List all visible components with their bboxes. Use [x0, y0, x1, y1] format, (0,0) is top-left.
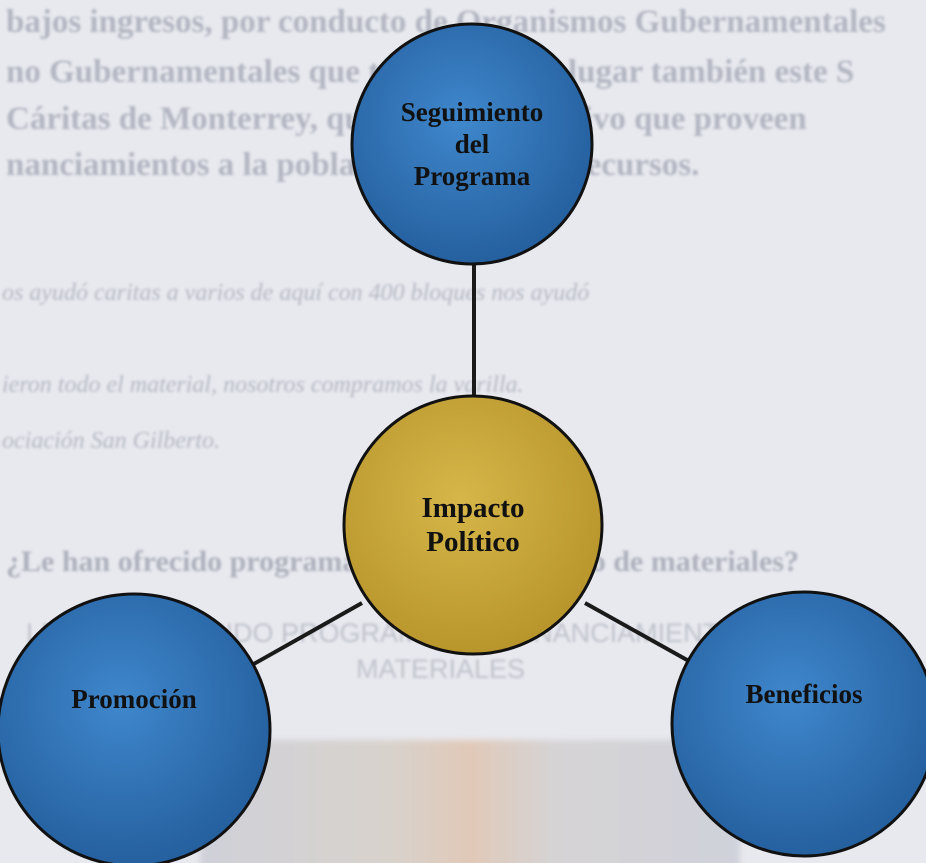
- node-label-seguimiento: Seguimiento del Programa: [372, 80, 572, 210]
- connector-left: [251, 601, 363, 667]
- node-circle-seguimiento: [350, 22, 594, 266]
- node-text-promocion: Promoción: [71, 684, 197, 715]
- node-label-impacto: Impacto Político: [373, 470, 573, 580]
- node-text-beneficios: Beneficios: [745, 679, 863, 710]
- background-photo: [200, 740, 740, 863]
- node-label-beneficios: Beneficios: [704, 670, 904, 720]
- background-quote: ociación San Gilberto.: [2, 428, 220, 454]
- node-circle-promocion: [0, 592, 272, 863]
- connector-right: [584, 601, 697, 667]
- node-text-impacto: Impacto Político: [421, 491, 525, 558]
- node-label-promocion: Promoción: [34, 675, 234, 725]
- background-quote: ieron todo el material, nosotros compram…: [2, 372, 524, 398]
- background-answer-line: MATERIALES: [356, 654, 526, 684]
- node-text-seguimiento: Seguimiento del Programa: [400, 97, 544, 191]
- node-circle-impacto: [342, 394, 604, 656]
- node-circle-beneficios: [670, 590, 926, 858]
- background-quote: os ayudó caritas a varios de aquí con 40…: [2, 280, 590, 306]
